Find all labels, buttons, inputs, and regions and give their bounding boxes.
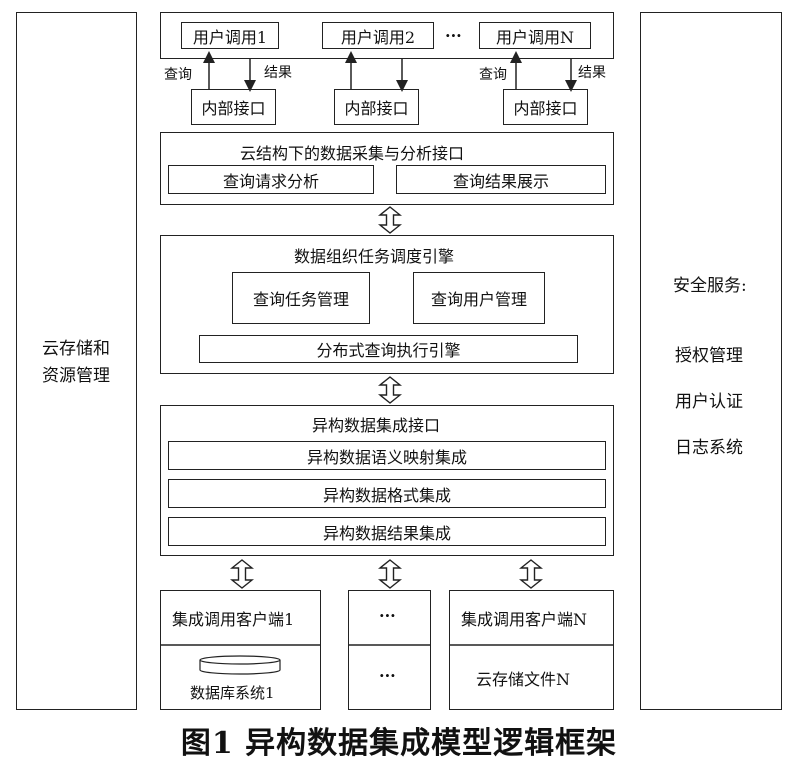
user-call-n-label: 用户调用N — [495, 27, 574, 47]
result-label-1: 结果 — [264, 65, 292, 81]
right-panel: 安全服务: 授权管理 用户认证 日志系统 — [640, 12, 782, 710]
client-ellipsis-bottom: ··· — [379, 666, 396, 685]
user-call-1-label: 用户调用1 — [192, 27, 268, 47]
log-system: 日志系统 — [675, 438, 743, 458]
query-result-display: 查询结果展示 — [396, 165, 606, 194]
internal-interface-2-label: 内部接口 — [344, 99, 409, 118]
format-integration: 异构数据格式集成 — [168, 479, 606, 508]
bidirectional-arrow-collect-scheduler — [378, 206, 402, 234]
collect-analysis-title: 云结构下的数据采集与分析接口 — [240, 144, 465, 163]
user-call-n: 用户调用N — [479, 22, 591, 49]
bidirectional-arrow-client-n — [519, 559, 543, 589]
query-task-management: 查询任务管理 — [232, 272, 370, 324]
internal-interface-1-label: 内部接口 — [201, 99, 266, 118]
left-panel: 云存储和 资源管理 — [16, 12, 137, 710]
bidirectional-arrow-client-1 — [230, 559, 254, 589]
query-label-n: 查询 — [479, 67, 507, 83]
result-integration: 异构数据结果集成 — [168, 517, 606, 546]
semantic-mapping-integration-label: 异构数据语义映射集成 — [306, 447, 467, 467]
left-panel-line-2: 资源管理 — [42, 366, 110, 386]
user-call-1: 用户调用1 — [181, 22, 279, 49]
distributed-query-engine-label: 分布式查询执行引擎 — [316, 341, 461, 360]
query-user-management: 查询用户管理 — [413, 272, 545, 324]
client-column-n — [449, 590, 614, 710]
client-column-middle — [348, 590, 431, 710]
query-task-management-label: 查询任务管理 — [252, 290, 349, 309]
query-result-display-label: 查询结果展示 — [452, 171, 549, 191]
format-integration-label: 异构数据格式集成 — [322, 485, 451, 505]
figure-caption: 图1 异构数据集成模型逻辑框架 — [180, 726, 618, 761]
database-system-1: 数据库系统1 — [190, 684, 275, 702]
integration-client-n: 集成调用客户端N — [461, 610, 588, 629]
internal-interface-n-label: 内部接口 — [513, 99, 578, 118]
cloud-storage-file-n: 云存储文件N — [476, 670, 571, 689]
security-services-title: 安全服务: — [673, 276, 747, 296]
task-scheduler-title: 数据组织任务调度引擎 — [294, 247, 455, 266]
query-request-analysis-label: 查询请求分析 — [222, 171, 319, 191]
bidirectional-arrow-client-middle — [378, 559, 402, 589]
internal-interface-1: 内部接口 — [191, 89, 276, 125]
client-column-1 — [160, 590, 321, 710]
user-authentication: 用户认证 — [675, 392, 743, 412]
semantic-mapping-integration: 异构数据语义映射集成 — [168, 441, 606, 470]
left-panel-label: 云存储和 资源管理 — [17, 13, 135, 713]
user-calls-ellipsis: ··· — [445, 26, 462, 45]
internal-interface-2: 内部接口 — [334, 89, 419, 125]
left-panel-line-1: 云存储和 — [42, 339, 110, 359]
integration-client-1: 集成调用客户端1 — [172, 610, 295, 629]
bidirectional-arrow-scheduler-hetero — [378, 376, 402, 404]
authorization-management: 授权管理 — [675, 346, 743, 366]
hetero-integration-title: 异构数据集成接口 — [312, 416, 441, 435]
query-user-management-label: 查询用户管理 — [430, 290, 527, 309]
query-label-1: 查询 — [164, 67, 192, 83]
distributed-query-engine: 分布式查询执行引擎 — [199, 335, 578, 363]
result-label-n: 结果 — [578, 65, 606, 81]
user-call-2: 用户调用2 — [322, 22, 434, 49]
internal-interface-n: 内部接口 — [503, 89, 588, 125]
client-ellipsis-top: ··· — [379, 606, 396, 625]
result-integration-label: 异构数据结果集成 — [322, 523, 451, 543]
user-call-2-label: 用户调用2 — [340, 27, 416, 47]
query-request-analysis: 查询请求分析 — [168, 165, 374, 194]
